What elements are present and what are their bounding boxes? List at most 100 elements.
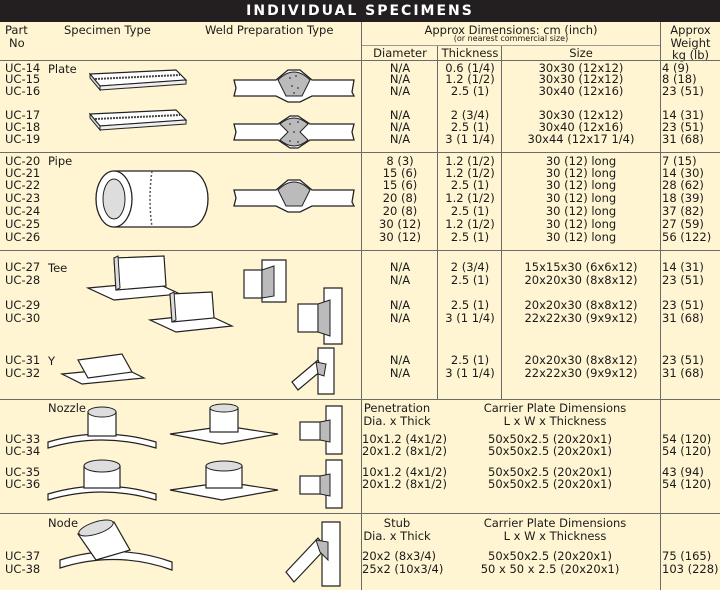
size-value: 30 (12) long [545,217,617,231]
thickness-value: 3 (1 1/4) [445,311,495,325]
header-weight-unit: kg (lb) [671,48,710,62]
part-number: UC-22 [5,178,41,192]
part-number: UC-27 [5,260,41,274]
part-number: UC-16 [5,84,41,98]
weight-value: 23 (51) [662,84,704,98]
nozzle-head-penetration: Penetration [363,401,431,415]
part-number: UC-32 [5,366,41,380]
part-number: UC-26 [5,230,41,244]
diameter-value: N/A [389,260,411,274]
weight-value: 31 (68) [662,366,704,380]
divider [0,152,720,153]
header-dimensions-note: (or nearest commercial size) [453,34,569,43]
nozzle-head-plate: Carrier Plate Dimensions [483,401,627,415]
diameter-value: N/A [389,366,411,380]
size-value: 30 (12) long [545,191,617,205]
divider [437,45,438,399]
nozzle-plate-illustration-1 [169,403,279,445]
weight-value: 28 (62) [662,178,704,192]
thickness-value: 1.2 (1/2) [445,72,495,86]
thickness-value: 3 (1 1/4) [445,366,495,380]
size-value: 15x15x30 (6x6x12) [524,260,638,274]
pipe-weld-prep-icon [233,179,356,213]
size-value: 30x30 (12x12) [538,61,624,75]
weight-value: 7 (15) [662,154,697,168]
node-weld-prep-icon [285,521,341,587]
diameter-value: N/A [389,298,411,312]
size-value: 20x20x30 (8x8x12) [524,273,638,287]
weight-value: 23 (51) [662,120,704,134]
weight-value: 103 (228) [662,562,719,576]
dimension-value: 10x1.2 (4x1/2) [362,465,447,479]
part-number: UC-15 [5,72,41,86]
y-weld-prep-icon [291,347,335,395]
part-number: UC-14 [5,61,41,75]
nozzle-illustration-1 [47,406,157,449]
plate-dimension-value: 50x50x2.5 (20x20x1) [488,465,612,479]
page-title: INDIVIDUAL SPECIMENS [0,0,720,22]
part-number: UC-21 [5,166,41,180]
weight-value: 4 (9) [662,61,690,75]
divider [0,399,720,400]
weight-value: 43 (94) [662,465,704,479]
part-number: UC-18 [5,120,41,134]
size-value: 30x40 (12x16) [538,120,624,134]
nozzle-head-lwt: L x W x Thickness [503,414,607,428]
weight-value: 54 (120) [662,444,712,458]
node-head-dia: Dia. x Thick [363,529,431,543]
part-number: UC-38 [5,562,41,576]
divider [361,22,362,590]
size-value: 30 (12) long [545,178,617,192]
size-value: 30x30 (12x12) [538,72,624,86]
weight-value: 27 (59) [662,217,704,231]
dimension-value: 20x2 (8x3/4) [362,549,437,563]
thickness-value: 2.5 (1) [450,230,490,244]
header-part: Part [5,23,28,37]
part-number: UC-25 [5,217,41,231]
header-dimensions: Approx Dimensions: cm (inch) [424,23,598,37]
group-label-y: Y [48,354,56,368]
plate-illustration-1 [88,69,188,92]
thickness-value: 2.5 (1) [450,120,490,134]
plate-dimension-value: 50x50x2.5 (20x20x1) [488,432,612,446]
thickness-value: 2.5 (1) [450,353,490,367]
part-number: UC-19 [5,132,41,146]
weight-value: 31 (68) [662,132,704,146]
diameter-value: 30 (12) [379,230,421,244]
diameter-value: 15 (6) [382,166,418,180]
divider [362,45,660,46]
diameter-value: N/A [389,311,411,325]
part-number: UC-33 [5,432,41,446]
divider [660,22,661,590]
divider [0,250,720,251]
tee-weld-prep-icon-1 [243,259,287,303]
size-value: 30 (12) long [545,204,617,218]
part-number: UC-29 [5,298,41,312]
thickness-value: 1.2 (1/2) [445,154,495,168]
part-number: UC-35 [5,465,41,479]
part-number: UC-28 [5,273,41,287]
thickness-value: 1.2 (1/2) [445,166,495,180]
thickness-value: 2.5 (1) [450,178,490,192]
diameter-value: 20 (8) [382,191,418,205]
part-number: UC-20 [5,154,41,168]
thickness-value: 2.5 (1) [450,204,490,218]
part-number: UC-37 [5,549,41,563]
group-label-tee: Tee [48,261,68,275]
diameter-value: N/A [389,273,411,287]
diameter-value: N/A [389,353,411,367]
diameter-value: 15 (6) [382,178,418,192]
nozzle-plate-illustration-2 [169,460,279,501]
nozzle-illustration-2 [47,459,157,501]
y-illustration [59,353,147,385]
weight-value: 14 (31) [662,108,704,122]
part-number: UC-24 [5,204,41,218]
dimension-value: 20x1.2 (8x1/2) [362,477,447,491]
node-head-stub: Stub [383,516,411,530]
plate-dimension-value: 50x50x2.5 (20x20x1) [488,477,612,491]
header-approx: Approx [670,23,711,37]
weight-value: 54 (120) [662,432,712,446]
weight-value: 56 (122) [662,230,712,244]
nozzle-weld-prep-icon-2 [299,459,343,509]
thickness-value: 0.6 (1/4) [445,61,495,75]
